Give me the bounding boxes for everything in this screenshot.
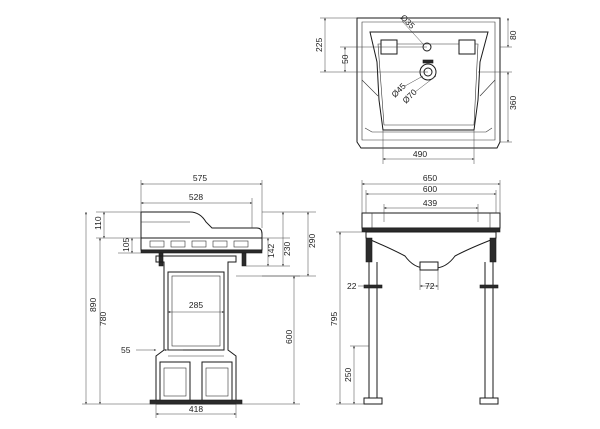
dim-290: 290 [307,234,317,248]
dim-d35: Ø35 [399,12,418,31]
dim-439: 439 [423,198,437,208]
front-view [361,212,501,405]
dim-110: 110 [93,216,103,230]
dim-22: 22 [347,281,357,291]
dim-795: 795 [329,312,339,326]
dim-780: 780 [98,312,108,326]
dim-55: 55 [121,345,131,355]
dim-50: 50 [340,54,350,64]
dim-600-side: 600 [284,330,294,344]
dim-600-front: 600 [423,184,437,194]
dim-250: 250 [343,368,353,382]
dim-142: 142 [266,244,276,258]
side-view [140,211,263,405]
front-view-dimensions: 650 600 439 22 72 795 250 [329,173,501,405]
dim-80: 80 [508,30,518,40]
side-view-dimensions: 575 528 110 105 142 230 290 890 780 [82,173,317,418]
dim-230: 230 [282,242,292,256]
dim-105: 105 [121,238,131,252]
dim-72: 72 [425,281,435,291]
dim-528: 528 [189,192,203,202]
dim-650: 650 [423,173,437,183]
dim-575: 575 [193,173,207,183]
top-plan-view [356,17,501,149]
dim-490: 490 [413,149,427,159]
dim-285: 285 [189,300,203,310]
dim-225: 225 [314,38,324,52]
dim-418: 418 [189,404,203,414]
dim-890: 890 [88,298,98,312]
dim-360: 360 [508,96,518,110]
